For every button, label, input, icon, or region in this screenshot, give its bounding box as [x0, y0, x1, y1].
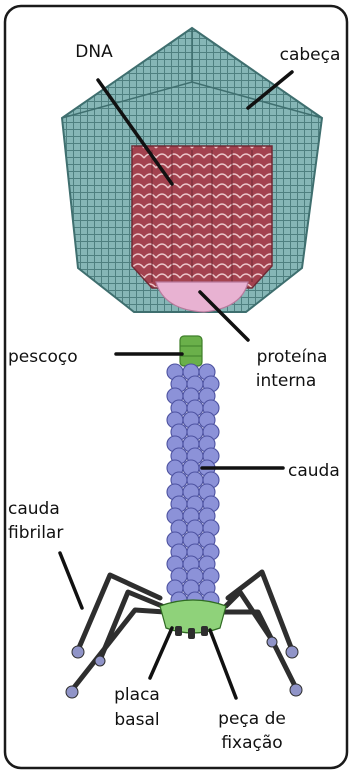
leader-anchor-pin: [210, 630, 236, 698]
label-base-plate-2: basal: [114, 710, 159, 730]
label-dna: DNA: [75, 42, 113, 62]
label-internal-protein-2: interna: [256, 371, 317, 391]
collar: [180, 336, 202, 366]
label-anchor-pin-2: fixação: [221, 733, 282, 753]
label-tail-fiber-1: cauda: [8, 499, 60, 519]
label-base-plate-1: placa: [114, 685, 160, 705]
tail-sheath: [167, 364, 219, 608]
label-anchor-pin-1: peça de: [218, 709, 286, 729]
dna-core: [132, 146, 272, 288]
fiber-feet: [66, 637, 302, 698]
label-collar: pescoço: [8, 347, 78, 367]
leader-tail-fiber: [60, 553, 82, 608]
leader-base-plate: [150, 628, 172, 678]
label-tail: cauda: [288, 461, 340, 481]
label-head: cabeça: [280, 45, 341, 65]
label-tail-fiber-2: fibrilar: [8, 523, 63, 543]
label-internal-protein-1: proteína: [257, 347, 328, 367]
